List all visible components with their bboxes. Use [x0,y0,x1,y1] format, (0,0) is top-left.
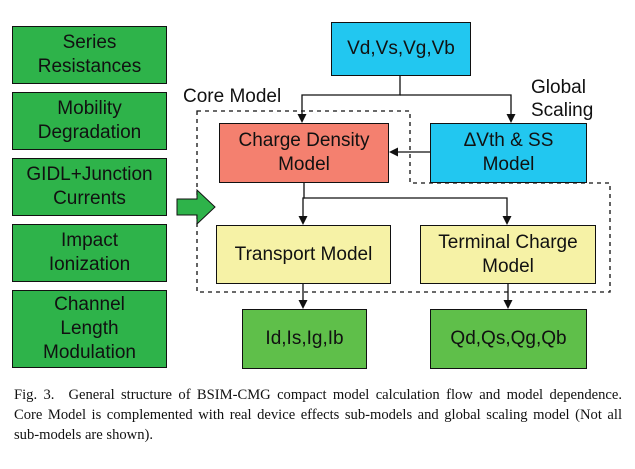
charge-density-model-line1: Charge Density [238,130,370,151]
dvth-ss-model-node: ΔVth & SS Model [430,123,587,183]
transport-model-node: Transport Model [216,225,391,284]
diagram-connectors [176,76,611,309]
arrow-charge-density-to-transport [298,183,308,225]
global-scaling-label-line1: Global [531,77,586,98]
figure-caption: Fig. 3.General structure of BSIM-CMG com… [14,385,622,445]
global-scaling-label: Global Scaling [531,76,593,122]
global-scaling-label-line2: Scaling [531,100,594,121]
submodel-mobility-degradation-line2: Degradation [37,122,142,143]
submodel-channel-length-modulation-line1: Channel [54,294,125,315]
terminal-charge-model-line2: Model [482,255,534,277]
arrow-inputs-to-charge-density [297,76,401,123]
currents-output-node: Id,Is,Ig,Ib [242,309,367,369]
charges-output-label: Qd,Qs,Qg,Qb [450,328,567,349]
submodel-gidl-junction-currents-line1: GIDL+Junction [26,164,153,185]
submodel-impact-ionization-line1: Impact [60,230,119,251]
submodel-mobility-degradation-line1: Mobility [57,98,122,119]
dvth-ss-model-line2: Model [482,154,535,175]
arrow-charge-density-to-terminal-charge [304,197,512,225]
figure-caption-label: Fig. 3. [14,387,55,403]
submodel-series-resistances-line1: Series [62,32,117,53]
submodel-impact-ionization-line2: Ionization [48,254,131,275]
inputs-node-label: Vd,Vs,Vg,Vb [347,38,455,59]
submodel-channel-length-modulation-line3: Modulation [43,342,136,363]
submodel-gidl-junction-currents-line2: Currents [53,188,126,209]
charge-density-model-line2: Model [278,154,330,175]
dvth-ss-model-line1: ΔVth & SS [463,130,554,151]
submodel-series-resistances-line2: Resistances [37,56,142,77]
arrow-inputs-to-dvth [400,94,516,123]
currents-output-label: Id,Is,Ig,Ib [265,328,344,349]
transport-model-label: Transport Model [234,243,373,265]
submodel-channel-length-modulation-line2: Length [60,318,119,339]
terminal-charge-model-line1: Terminal Charge [438,231,578,253]
core-model-label: Core Model [183,86,282,107]
submodels-arrow [176,188,216,226]
inputs-node: Vd,Vs,Vg,Vb [331,22,471,76]
charges-output-node: Qd,Qs,Qg,Qb [430,309,587,369]
figure-caption-text: General structure of BSIM-CMG compact mo… [14,387,622,443]
